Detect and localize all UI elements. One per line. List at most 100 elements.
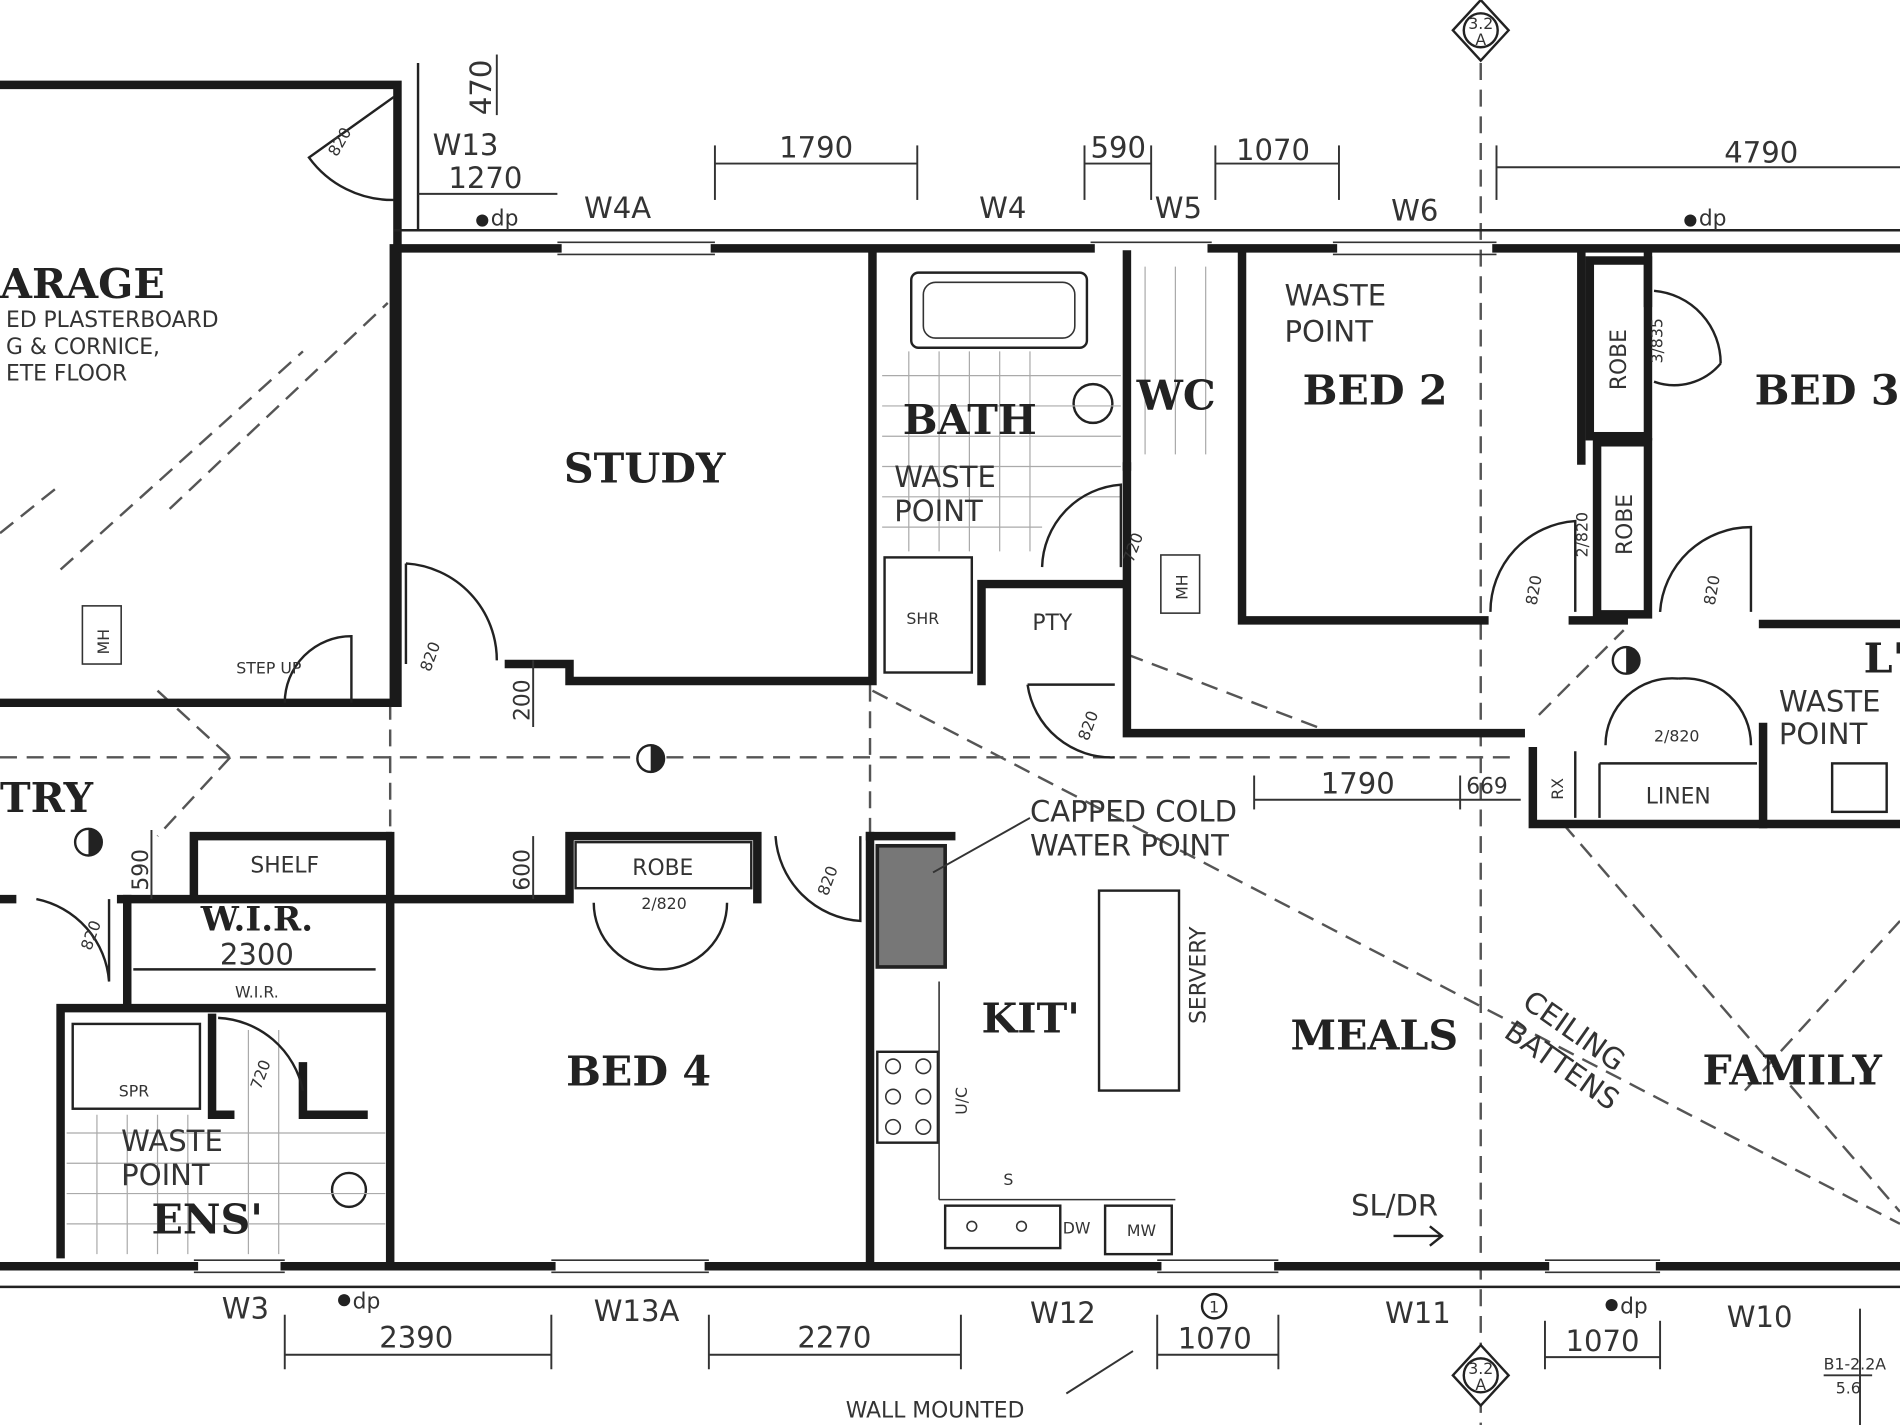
garage-note: ETE FLOOR	[6, 361, 127, 386]
window-w6: W6	[1391, 194, 1438, 228]
door-size: 2/820	[1654, 727, 1699, 746]
capped-water-point: CAPPED COLD	[1030, 795, 1237, 829]
dim-1070: 1070	[1236, 133, 1310, 167]
dim-669: 669	[1466, 775, 1508, 800]
robe-bed3-door: 3/835	[1648, 318, 1667, 363]
dim-590: 590	[129, 849, 154, 891]
room-wir: W.I.R.	[200, 899, 313, 939]
dim-590: 590	[1091, 131, 1147, 165]
dishwasher-label: DW	[1063, 1219, 1091, 1238]
door-swings	[36, 95, 1753, 1091]
room-bed-3: BED 3	[1755, 366, 1900, 415]
bath-shower-label: SHR	[906, 609, 939, 628]
dim-2270: 2270	[797, 1320, 871, 1354]
section-marker-bottom: 3.2 A	[1451, 1343, 1511, 1408]
wir-size: 2300	[220, 938, 294, 972]
room-meals: MEALS	[1290, 1010, 1458, 1059]
wall-mounted-label: WALL MOUNTED	[846, 1399, 1025, 1424]
bath-waste-point: WASTE	[894, 460, 996, 494]
kitchen-sink	[943, 1204, 1062, 1250]
section-ref: B1-2.2A	[1824, 1354, 1887, 1373]
sliding-door-label: SL/DR	[1351, 1188, 1438, 1222]
window-labels: W13 W4A W4 W5 W6 W3 W13A W12 W11 W10 dp …	[222, 128, 1793, 1334]
room-entry: TRY	[0, 773, 94, 822]
room-garage: ARAGE	[0, 259, 165, 308]
floor-tiles	[66, 266, 1207, 1255]
dim-1070: 1070	[1566, 1324, 1640, 1358]
door-size: 720	[246, 1057, 274, 1092]
walls	[0, 63, 1900, 1289]
room-kitchen: KIT'	[982, 993, 1080, 1042]
robe-hall-door: 2/820	[1572, 512, 1591, 557]
dim-1270: 1270	[448, 161, 522, 195]
room-bath: BATH	[903, 395, 1037, 444]
door-size: 820	[1522, 574, 1546, 607]
section-label-b: A	[1475, 1375, 1486, 1394]
bath-waste-point: POINT	[894, 494, 983, 528]
window-w13: W13	[433, 128, 499, 162]
fixtures	[66, 266, 1888, 1256]
dim-470: 470	[464, 60, 498, 116]
manhole-hall: MH	[1173, 574, 1192, 599]
section-label-b: A	[1475, 30, 1486, 49]
door-size: 820	[324, 124, 355, 160]
door-size: 820	[1074, 708, 1102, 743]
ensuite-shower	[71, 1022, 202, 1110]
dim-1790: 1790	[779, 131, 853, 165]
shower	[883, 556, 974, 674]
window-w11: W11	[1385, 1296, 1451, 1330]
dimension-lines	[150, 54, 1900, 1425]
labels: ARAGE ED PLASTERBOARD G & CORNICE, ETE F…	[0, 259, 1900, 1424]
shower-label: SPR	[119, 1082, 149, 1101]
section-marker-top: 3.2 A	[1451, 0, 1511, 63]
room-bed-2: BED 2	[1303, 366, 1448, 415]
door-size: 820	[1700, 574, 1724, 607]
dim-2390: 2390	[379, 1320, 453, 1354]
downpipe-icons	[338, 214, 1697, 1312]
room-ensuite: ENS'	[151, 1195, 262, 1244]
robe-bed4-door: 2/820	[641, 894, 686, 913]
window-w3: W3	[222, 1291, 269, 1325]
cooktop	[876, 1050, 940, 1144]
wir-sub: W.I.R.	[235, 982, 279, 1001]
step-up: STEP UP	[236, 659, 301, 678]
dim-1790: 1790	[1321, 767, 1395, 801]
microwave-label: MW	[1127, 1221, 1157, 1240]
downpipe-label: dp	[491, 206, 519, 231]
room-laundry: L'	[1864, 634, 1900, 683]
linen-label: LINEN	[1646, 784, 1711, 809]
door-size: 820	[416, 639, 444, 674]
section-label-a: 3.2	[1468, 14, 1493, 33]
sink-label: S	[1003, 1170, 1013, 1189]
window-w10: W10	[1727, 1300, 1793, 1334]
bed2-waste-point: WASTE	[1284, 278, 1386, 312]
dim-600: 600	[511, 849, 536, 891]
window-w5: W5	[1155, 191, 1202, 225]
room-family: FAMILY	[1702, 1046, 1882, 1095]
downpipe-label: dp	[353, 1290, 381, 1315]
window-w4: W4	[979, 191, 1026, 225]
rx-label: RX	[1548, 778, 1567, 800]
garage-note: ED PLASTERBOARD	[6, 308, 218, 333]
bathtub	[910, 271, 1089, 349]
manhole-garage: MH	[94, 629, 113, 654]
room-pantry: PTY	[1032, 611, 1072, 636]
robe-bed4: ROBE	[632, 856, 693, 881]
dim-1070: 1070	[1178, 1322, 1252, 1356]
window-w12: W12	[1030, 1296, 1096, 1330]
window-w13a: W13A	[594, 1294, 680, 1328]
window-w4a: W4A	[584, 191, 651, 225]
section-ref-sub: 5.6	[1836, 1378, 1861, 1397]
basin	[1072, 382, 1114, 425]
dim-200: 200	[511, 679, 536, 721]
dim-4790: 4790	[1724, 135, 1798, 169]
light-point-icons: 1	[73, 645, 1641, 1320]
laundry-waste-point: WASTE	[1779, 684, 1881, 718]
robe-bed3: ROBE	[1607, 329, 1632, 390]
robe-hall: ROBE	[1613, 494, 1638, 555]
servery-label: SERVERY	[1187, 926, 1212, 1024]
ensuite-basin	[330, 1171, 368, 1209]
garage-note: G & CORNICE,	[6, 335, 160, 360]
downpipe-label: dp	[1699, 206, 1727, 231]
